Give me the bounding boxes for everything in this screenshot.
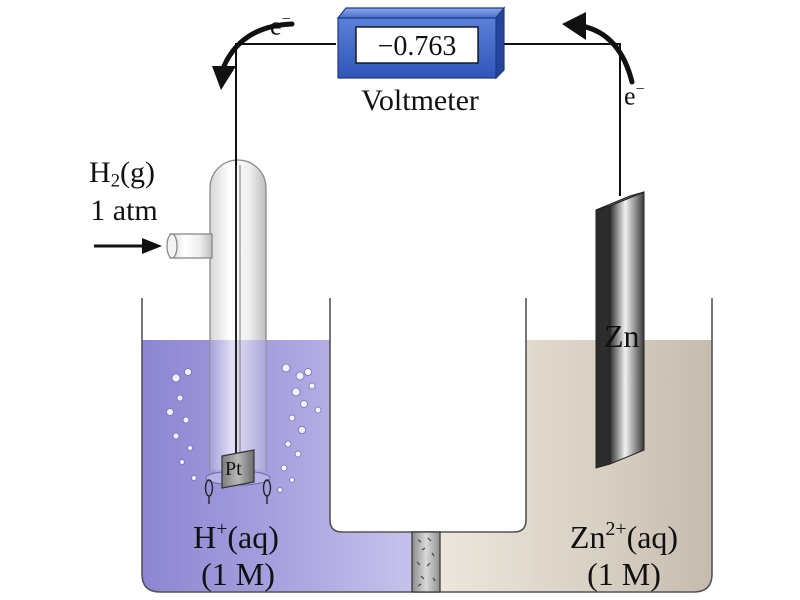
bubble-4	[166, 408, 174, 416]
right-ion-charge: 2+	[605, 518, 627, 540]
pt-electrode-label: Pt	[225, 458, 242, 480]
platinum-electrode	[204, 449, 272, 504]
bubble-22	[289, 477, 295, 483]
hydrogen-inlet-arrow	[94, 238, 162, 254]
right-concentration: (1 M)	[587, 556, 661, 592]
right-electron-arrow	[562, 12, 635, 85]
zn-electrode-label: Zn	[604, 318, 640, 354]
left-electron-arrow	[212, 21, 295, 90]
left-ion-state: (aq)	[227, 518, 279, 555]
right-electron-charge: −	[635, 81, 645, 98]
left-solution-label: H+(aq)	[193, 518, 279, 555]
u-tube-inner-outline	[329, 298, 527, 533]
bubble-19	[284, 440, 292, 448]
bubble-9	[191, 475, 197, 481]
right-electron-symbol: e	[624, 81, 636, 111]
bubble-11	[295, 371, 305, 381]
bubble-21	[280, 464, 288, 472]
right-wire	[498, 43, 621, 196]
bubble-15	[300, 400, 308, 408]
bubble-3	[176, 394, 184, 402]
bubble-13	[291, 387, 301, 397]
voltmeter-display	[355, 26, 479, 64]
right-ion-state: (aq)	[626, 518, 679, 555]
bubble-1	[171, 373, 181, 383]
left-concentration: (1 M)	[201, 556, 275, 592]
left-wire	[235, 43, 336, 165]
hydrogen-bubbles	[166, 363, 322, 493]
hydrogen-symbol: H	[89, 156, 111, 189]
hydrogen-pressure: 1 atm	[90, 194, 158, 227]
bubble-14	[308, 382, 316, 390]
bubble-20	[294, 450, 302, 458]
bubble-18	[298, 426, 306, 434]
bubble-12	[304, 368, 312, 376]
voltmeter: −0.763	[336, 6, 506, 80]
voltmeter-label: Voltmeter	[361, 84, 479, 117]
bubble-5	[182, 416, 190, 424]
hydrogen-subscript: 2	[110, 170, 120, 192]
bubble-2	[184, 368, 192, 376]
left-electron-charge: −	[281, 11, 291, 28]
left-ion-charge: +	[216, 518, 228, 540]
bubble-10	[281, 363, 291, 373]
hydrogen-electrode-tube	[166, 159, 267, 472]
hydrogen-state: (g)	[119, 156, 155, 189]
bubble-8	[179, 459, 185, 465]
zinc-electrode	[595, 191, 645, 469]
left-electron-symbol: e	[270, 11, 282, 41]
right-electron-label: e−	[624, 81, 645, 111]
bubble-7	[187, 445, 193, 451]
left-electron-label: e−	[270, 11, 291, 41]
porous-plug-texture	[416, 537, 436, 587]
right-ion-symbol: Zn	[569, 518, 606, 555]
left-ion-symbol: H	[193, 518, 217, 555]
bubble-16	[314, 406, 322, 414]
porous-plug	[411, 531, 441, 593]
bubble-6	[172, 432, 180, 440]
right-solution-label: Zn2+(aq)	[569, 518, 679, 555]
voltmeter-reading: −0.763	[378, 31, 457, 62]
bubble-17	[288, 414, 296, 422]
bubble-23	[277, 487, 283, 493]
hydrogen-gas-formula: H2(g)	[89, 158, 155, 191]
